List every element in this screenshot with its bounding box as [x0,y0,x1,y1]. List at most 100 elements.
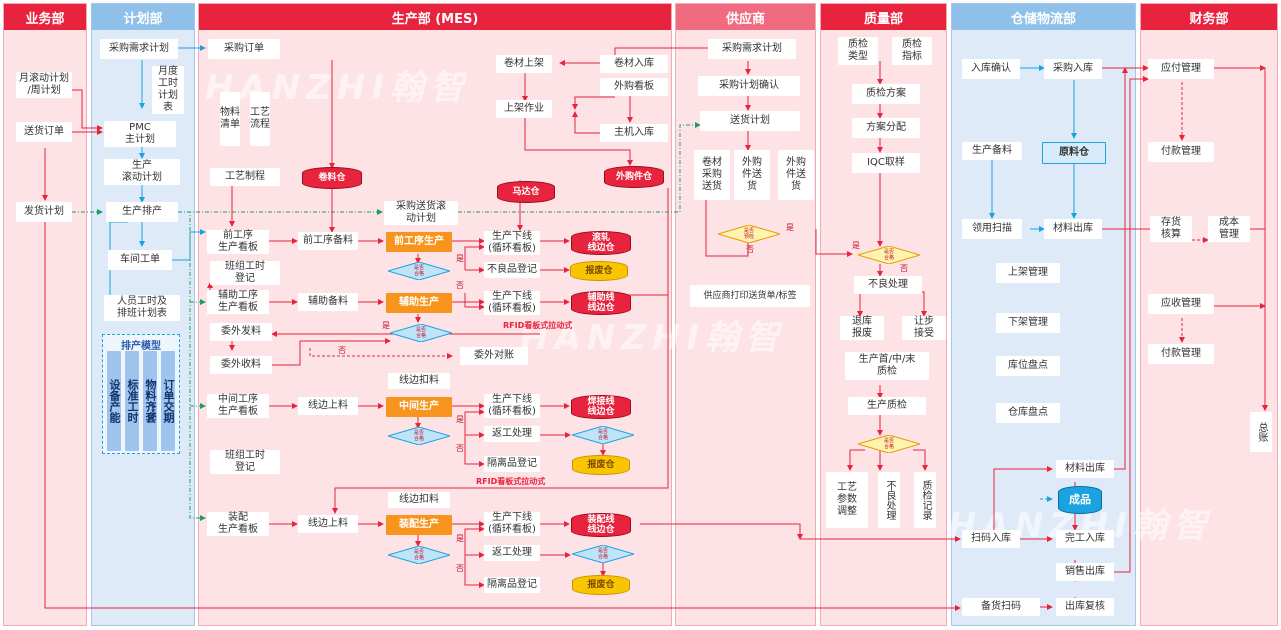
assembly-line-feed-node[interactable]: 线边上料 [298,515,358,533]
warehouse-count-node[interactable]: 仓库盘点 [996,403,1060,423]
outsource-reconcile-node[interactable]: 委外对账 [460,347,528,365]
mid-line-pick-node[interactable]: 线边扣料 [388,373,450,389]
shop-order-node[interactable]: 车间工单 [108,250,172,270]
coil-inbound-node[interactable]: 卷材入库 [600,55,668,73]
production-first-mid-last-qc-node[interactable]: 生产首/中/末 质检 [845,352,929,380]
outsourced-delivery-node-b[interactable]: 外购 件送 货 [778,150,814,200]
scan-inbound-node[interactable]: 扫码入库 [962,530,1020,548]
mid-process-board-node[interactable]: 中间工序 生产看板 [207,394,269,418]
main-inbound-node[interactable]: 主机入库 [600,124,668,142]
defect-handling-node[interactable]: 不良处理 [854,276,922,294]
assembly-rework-node[interactable]: 返工处理 [484,545,540,561]
aux-process-board-node[interactable]: 辅助工序 生产看板 [207,290,269,314]
mid-line-feed-node[interactable]: 线边上料 [298,397,358,415]
outsource-receive-node[interactable]: 委外收料 [210,356,272,374]
shelving-work-node[interactable]: 上架作业 [496,100,552,118]
purchase-delivery-rolling-plan-node[interactable]: 采购送货滚 动计划 [384,201,458,225]
cost-mgmt-node[interactable]: 成本 管理 [1208,216,1250,242]
purchase-plan-confirm-node[interactable]: 采购计划确认 [698,76,800,96]
coil-purchase-delivery-node[interactable]: 卷材 采购 送货 [694,150,730,200]
assembly-scrap-store: 报废仓 [572,575,630,595]
front-defect-register-node[interactable]: 不良品登记 [484,262,540,278]
unshelf-mgmt-node[interactable]: 下架管理 [996,313,1060,333]
scheduling-node[interactable]: 生产排产 [106,202,178,222]
shipping-plan-node[interactable]: 发货计划 [16,202,72,222]
purchase-inbound-node[interactable]: 采购入库 [1044,59,1102,79]
supplier-purchase-demand-node[interactable]: 采购需求计划 [708,39,796,59]
aux-prep-node[interactable]: 辅助备料 [298,293,358,311]
aux-production-node[interactable]: 辅助生产 [386,293,452,313]
payable-mgmt-node[interactable]: 应付管理 [1148,59,1214,79]
assembly-no-label: 否 [456,564,464,573]
purchase-demand-plan-node[interactable]: 采购需求计划 [100,39,178,59]
team-hours-register-node-2[interactable]: 班组工时 登记 [210,450,280,474]
return-scrap-node[interactable]: 退库 报废 [840,316,884,340]
plan-assign-node[interactable]: 方案分配 [852,118,920,138]
assembly-isolation-register-node[interactable]: 隔离品登记 [484,577,540,593]
assembly-line-pick-node[interactable]: 线边扣料 [388,492,450,508]
delivery-plan-node[interactable]: 送货计划 [700,111,800,131]
mid-isolation-register-node[interactable]: 隔离品登记 [484,456,540,472]
outsourced-board-node[interactable]: 外购看板 [600,78,668,96]
material-list-node[interactable]: 物料清单 [220,92,240,146]
front-process-prep-node[interactable]: 前工序备料 [298,232,358,250]
outsourced-delivery-node-a[interactable]: 外购 件送 货 [734,150,770,200]
inbound-confirm-node[interactable]: 入库确认 [962,59,1020,79]
bad-handling-node[interactable]: 不良处理 [878,472,900,528]
process-compile-node[interactable]: 工艺制程 [210,168,280,186]
iqc-sampling-node[interactable]: IQC取样 [852,153,920,173]
inventory-accounting-node[interactable]: 存货 核算 [1150,216,1192,242]
assembly-offline-node[interactable]: 生产下线 (循环看板) [484,512,540,536]
inspect-index-node[interactable]: 质检 指标 [892,37,932,65]
production-prep-node[interactable]: 生产备料 [962,142,1022,160]
team-hours-register-node-1[interactable]: 班组工时 登记 [210,261,280,285]
mid-rework-node[interactable]: 返工处理 [484,426,540,442]
front-process-board-node[interactable]: 前工序 生产看板 [207,230,269,254]
monthly-hours-plan-node[interactable]: 月度 工时 计划 表 [152,66,184,114]
process-flow-node[interactable]: 工艺流程 [250,92,270,146]
completion-inbound-node[interactable]: 完工入库 [1056,530,1114,548]
process-param-tuning-node[interactable]: 工艺 参数 调整 [826,472,868,528]
outsourced-parts-store: 外购件仓 [604,166,664,188]
model-item-material-note: 含在制 [150,403,156,418]
model-item-material-kit: 物料齐套 [143,351,157,451]
purchase-order-node[interactable]: 采购订单 [208,39,280,59]
sales-outbound-node[interactable]: 销售出库 [1056,563,1114,581]
inventory-location-count-node[interactable]: 库位盘点 [996,356,1060,376]
scheduling-model-title: 排产模型 [121,341,161,352]
pmc-master-plan-node[interactable]: PMC 主计划 [104,121,176,147]
material-outbound-node-2[interactable]: 材料出库 [1056,460,1114,478]
front-process-production-node[interactable]: 前工序生产 [386,232,452,252]
outbound-review-node[interactable]: 出库复核 [1056,598,1114,616]
stock-scan-node[interactable]: 备货扫码 [962,598,1040,616]
mid-production-node[interactable]: 中间生产 [386,397,452,417]
material-outbound-node[interactable]: 材料出库 [1044,219,1102,239]
coil-shelving-node[interactable]: 卷材上架 [496,55,552,73]
staffing-plan-node[interactable]: 人员工时及 排班计划表 [104,295,180,321]
inspect-type-node[interactable]: 质检 类型 [838,37,878,65]
inspect-plan-node[interactable]: 质检方案 [852,84,920,104]
qc-record-node[interactable]: 质检记录 [914,472,936,528]
mid-offline-node[interactable]: 生产下线 (循环看板) [484,394,540,418]
receivable-mgmt-node[interactable]: 应收管理 [1148,294,1214,314]
general-ledger-node[interactable]: 总账 [1250,412,1272,452]
concession-node[interactable]: 让步 接受 [902,316,946,340]
outsource-no-label: 否 [338,346,346,355]
assembly-board-node[interactable]: 装配 生产看板 [207,512,269,536]
assembly-production-node[interactable]: 装配生产 [386,515,452,535]
print-delivery-label-node[interactable]: 供应商打印送货单/标签 [690,285,810,307]
outsource-issue-node[interactable]: 委外发料 [210,323,272,341]
mid-yes-label: 是 [456,415,464,424]
payment-mgmt-node[interactable]: 付款管理 [1148,142,1214,162]
shelf-mgmt-node[interactable]: 上架管理 [996,263,1060,283]
pick-scan-node[interactable]: 领用扫描 [962,219,1022,239]
production-rolling-plan-node[interactable]: 生产 滚动计划 [104,159,180,185]
monthly-plan-node[interactable]: 月滚动计划 /周计划 [16,72,72,98]
payment-mgmt-node-2[interactable]: 付款管理 [1148,344,1214,364]
iqc-yes-label: 是 [852,241,860,250]
delivery-order-node[interactable]: 送货订单 [16,122,72,142]
aux-offline-node[interactable]: 生产下线 (循环看板) [484,291,540,315]
iqc-inspect-decision: 是否 合格 [858,246,920,264]
front-offline-node[interactable]: 生产下线 (循环看板) [484,231,540,255]
production-qc-node[interactable]: 生产质检 [848,397,926,415]
